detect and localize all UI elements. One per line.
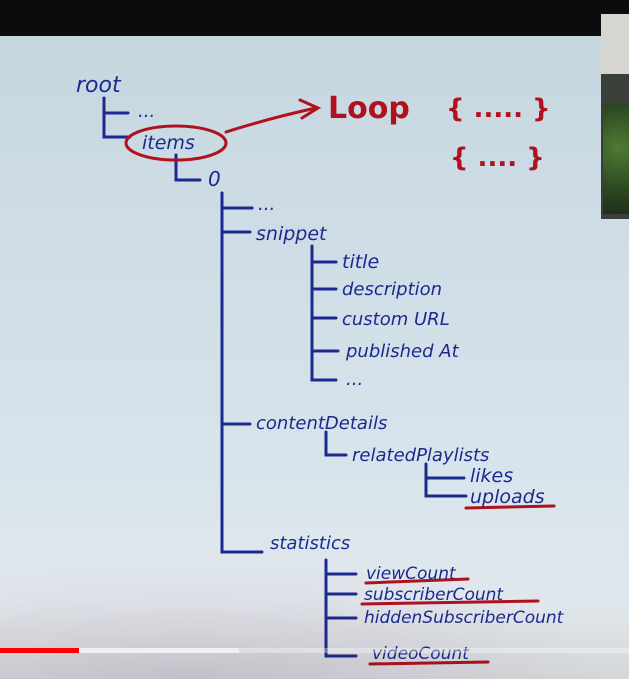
tree-lines <box>102 96 468 658</box>
snippet-child-publishedat: published At <box>345 341 460 362</box>
index-trunk-line <box>220 191 264 554</box>
snippet-child-description: description <box>342 279 442 300</box>
contentdetails-label: contentDetails <box>256 413 387 434</box>
camera-background <box>601 14 629 74</box>
contentdetails-to-related-line <box>324 430 348 457</box>
player-controls-shade <box>0 600 629 679</box>
plant-in-camera <box>603 104 629 214</box>
root-dots: ... <box>138 101 155 122</box>
stats-child-videocount: videoCount <box>372 644 470 664</box>
statistics-trunk-line <box>324 558 358 658</box>
subscribercount-underline <box>360 599 540 606</box>
snippet-label: snippet <box>256 223 328 245</box>
whiteboard <box>0 36 629 679</box>
player-top-bar <box>0 0 629 36</box>
statistics-label: statistics <box>270 533 350 554</box>
loop-arrow-head <box>298 98 322 120</box>
items-to-index-line <box>174 153 202 182</box>
viewcount-underline <box>364 577 470 585</box>
loop-label: Loop <box>328 91 410 126</box>
items-circle <box>124 124 228 162</box>
loop-brace-row-1: { ..... } <box>446 94 551 124</box>
related-trunk-line <box>424 462 468 498</box>
video-progress-bar[interactable] <box>0 648 629 653</box>
stats-child-subscribercount: subscriberCount <box>364 585 504 605</box>
snippet-trunk-line <box>310 244 338 382</box>
index-label: 0 <box>208 167 221 191</box>
related-child-uploads: uploads <box>470 486 545 508</box>
snippet-child-customurl: custom URL <box>342 309 450 330</box>
root-to-items-line <box>102 96 132 139</box>
snippet-child-dots: ... <box>346 369 363 390</box>
highlight-marks <box>124 98 556 666</box>
presenter-camera-thumbnail <box>601 14 629 219</box>
relatedplaylists-label: relatedPlaylists <box>352 445 489 466</box>
progress-buffered <box>0 648 240 653</box>
board-shadow <box>0 559 629 679</box>
progress-played <box>0 648 79 653</box>
uploads-underline <box>464 504 556 510</box>
related-child-likes: likes <box>470 465 513 487</box>
videocount-underline <box>368 660 490 666</box>
snippet-child-title: title <box>342 251 379 273</box>
items-label: items <box>142 132 195 154</box>
loop-brace-row-2: { .... } <box>450 143 545 173</box>
index-dots: ... <box>258 194 275 215</box>
root-label: root <box>76 73 122 98</box>
loop-arrow-shaft <box>224 106 318 134</box>
stats-child-hidden: hiddenSubscriberCount <box>364 608 565 628</box>
stats-child-viewcount: viewCount <box>366 564 457 584</box>
